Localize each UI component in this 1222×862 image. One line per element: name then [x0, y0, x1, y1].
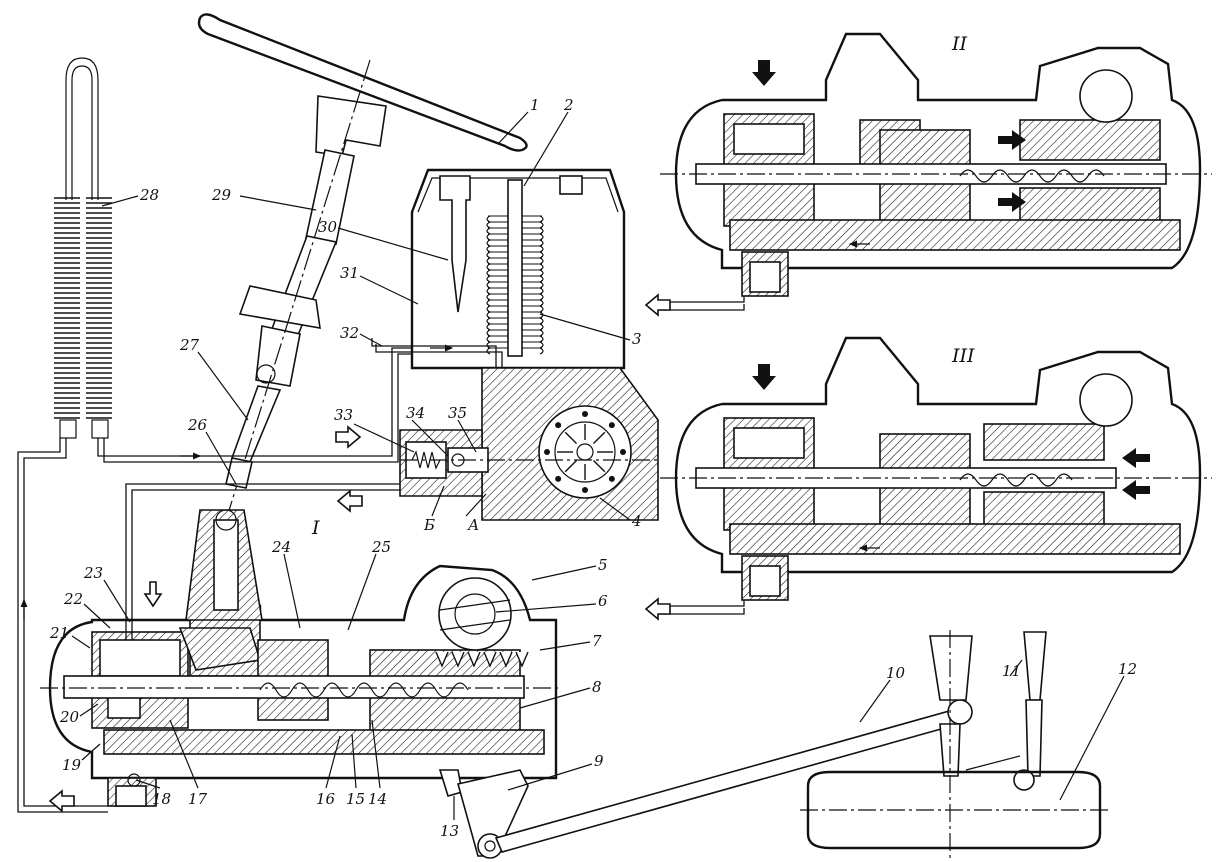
label-24: 24: [271, 538, 291, 556]
label-A: А: [467, 516, 479, 534]
label-15: 15: [346, 790, 365, 808]
label-18: 18: [152, 790, 171, 808]
label-B: Б: [423, 516, 435, 534]
steering-column: [225, 59, 387, 521]
pump-reservoir: [410, 168, 626, 370]
label-30: 30: [318, 218, 338, 236]
label-3: 3: [632, 330, 642, 348]
view-label-III: III: [951, 345, 975, 367]
label-8: 8: [592, 678, 602, 696]
label-13: 13: [440, 822, 459, 840]
label-33: 33: [334, 406, 353, 424]
label-35: 35: [448, 404, 467, 422]
label-11: 11: [1002, 662, 1021, 680]
label-31: 31: [340, 264, 359, 282]
steering-gear-view-II: [660, 32, 1212, 297]
view-label-I: I: [311, 517, 320, 539]
label-14: 14: [368, 790, 387, 808]
label-28: 28: [139, 186, 159, 204]
label-7: 7: [592, 632, 602, 650]
steering-gear-view-III: [660, 336, 1212, 601]
label-27: 27: [179, 336, 200, 354]
steering-gear-main: [40, 509, 560, 807]
label-22: 22: [63, 590, 83, 608]
label-32: 32: [340, 324, 359, 342]
label-9: 9: [594, 752, 604, 770]
label-25: 25: [371, 538, 391, 556]
steering-linkage: [457, 630, 1047, 862]
label-34: 34: [406, 404, 425, 422]
leader-lines: [71, 111, 1125, 820]
label-4: 4: [631, 512, 642, 530]
hydraulic-lines: [17, 240, 880, 813]
label-20: 20: [59, 708, 80, 726]
view-label-II: II: [951, 33, 968, 55]
label-17: 17: [188, 790, 208, 808]
label-26: 26: [187, 416, 208, 434]
label-23: 23: [83, 564, 103, 582]
label-21: 21: [49, 624, 69, 642]
label-10: 10: [886, 664, 906, 682]
steering-wheel: [197, 13, 528, 152]
label-19: 19: [62, 756, 82, 774]
road-wheel: [800, 770, 1110, 850]
callout-labels: 1 2 3 4 5 6 7 8 9 10 11 12 13 14 15 16 1…: [49, 33, 1137, 840]
label-16: 16: [316, 790, 336, 808]
label-1: 1: [530, 96, 540, 114]
label-5: 5: [598, 556, 608, 574]
label-6: 6: [598, 592, 608, 610]
pump-body: [399, 367, 660, 521]
label-29: 29: [211, 186, 232, 204]
label-12: 12: [1118, 660, 1137, 678]
oil-cooler-radiator: [54, 57, 112, 439]
label-2: 2: [563, 96, 574, 114]
